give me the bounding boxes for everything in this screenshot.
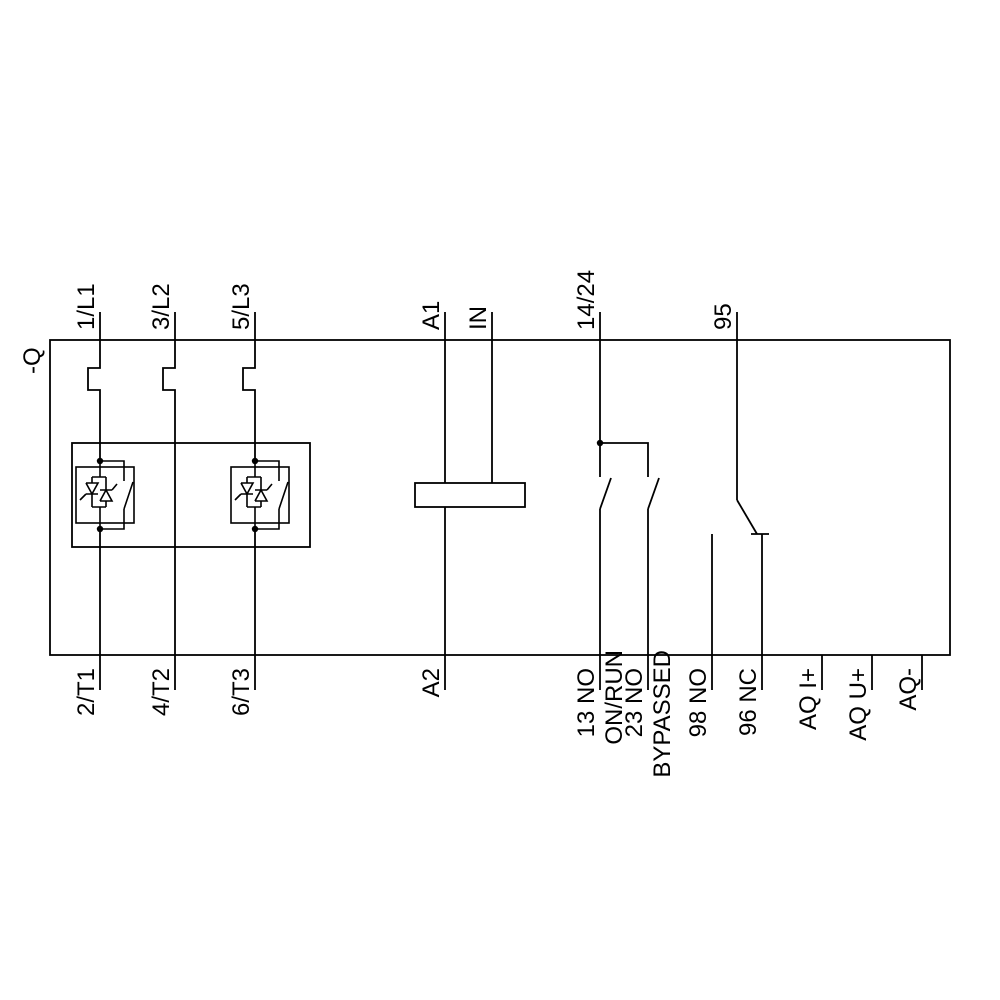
terminal-label-a1: A1 (418, 301, 445, 330)
thyristor-down-icon (79, 477, 100, 507)
bypass-contact-blade (278, 481, 289, 510)
control-coil-box (414, 482, 526, 508)
power-module-box (71, 442, 311, 548)
thyristor-module-box (75, 466, 135, 524)
branch-wire-23 (600, 442, 649, 477)
terminal-label-a2: A2 (418, 668, 445, 697)
device-outline-box (49, 339, 951, 656)
changeover-blade (736, 499, 758, 535)
fault-changeover-contact (711, 312, 769, 690)
terminal-label-1l1: 1/L1 (73, 283, 100, 330)
device-designation-label: -Q (19, 347, 46, 374)
thyristor-bypass-group-l3 (230, 457, 290, 533)
thyristor-rails (92, 461, 106, 529)
thyristor-down-icon (234, 477, 255, 507)
terminal-label-3l2: 3/L2 (148, 283, 175, 330)
bypassed-contact-blade (647, 477, 660, 510)
bottom-terminal-labels: 2/T1 4/T2 6/T3 A2 13 NO 23 NO 98 NO 96 N… (73, 668, 922, 741)
terminal-label-in: IN (465, 306, 492, 330)
on-run-contact-blade (599, 477, 612, 510)
state-label-bypassed: BYPASSED (649, 650, 676, 778)
thyristor-module-box (230, 466, 290, 524)
state-label-on-run: ON/RUN (601, 650, 628, 745)
thyristor-bypass-group-l1 (75, 457, 135, 533)
terminal-label-13no: 13 NO (573, 668, 600, 737)
bypass-contact-blade (123, 481, 134, 510)
phase-line-l2 (162, 312, 176, 690)
terminal-label-98no: 98 NO (685, 668, 712, 737)
phase-wire-top-l3 (242, 312, 256, 461)
phase-line-l3 (242, 312, 256, 690)
terminal-label-14-24: 14/24 (573, 270, 600, 330)
thyristor-up-icon (99, 477, 118, 507)
phase-wire-l2 (162, 312, 176, 690)
analog-output-terminals (821, 655, 923, 690)
control-supply-section (414, 312, 526, 690)
bypass-branch-wire (100, 460, 125, 530)
terminal-label-aq-m: AQ- (895, 668, 922, 711)
terminal-label-95: 95 (710, 303, 737, 330)
aux-output-contacts (596, 312, 660, 690)
terminal-label-6t3: 6/T3 (228, 668, 255, 716)
contact-state-labels: ON/RUN BYPASSED (601, 650, 676, 778)
top-terminal-labels: 1/L1 3/L2 5/L3 A1 IN 14/24 95 (73, 270, 737, 330)
terminal-label-aq-u: AQ U+ (845, 668, 872, 741)
terminal-label-4t2: 4/T2 (148, 668, 175, 716)
thyristor-up-icon (254, 477, 273, 507)
thyristor-rails (247, 461, 261, 529)
terminal-label-96nc: 96 NC (735, 668, 762, 736)
terminal-label-23no: 23 NO (621, 668, 648, 737)
phase-wire-top-l1 (87, 312, 101, 461)
bypass-branch-wire (255, 460, 280, 530)
terminal-label-aq-i: AQ I+ (795, 668, 822, 730)
terminal-label-5l3: 5/L3 (228, 283, 255, 330)
phase-line-l1 (87, 312, 101, 690)
terminal-label-2t1: 2/T1 (73, 668, 100, 716)
